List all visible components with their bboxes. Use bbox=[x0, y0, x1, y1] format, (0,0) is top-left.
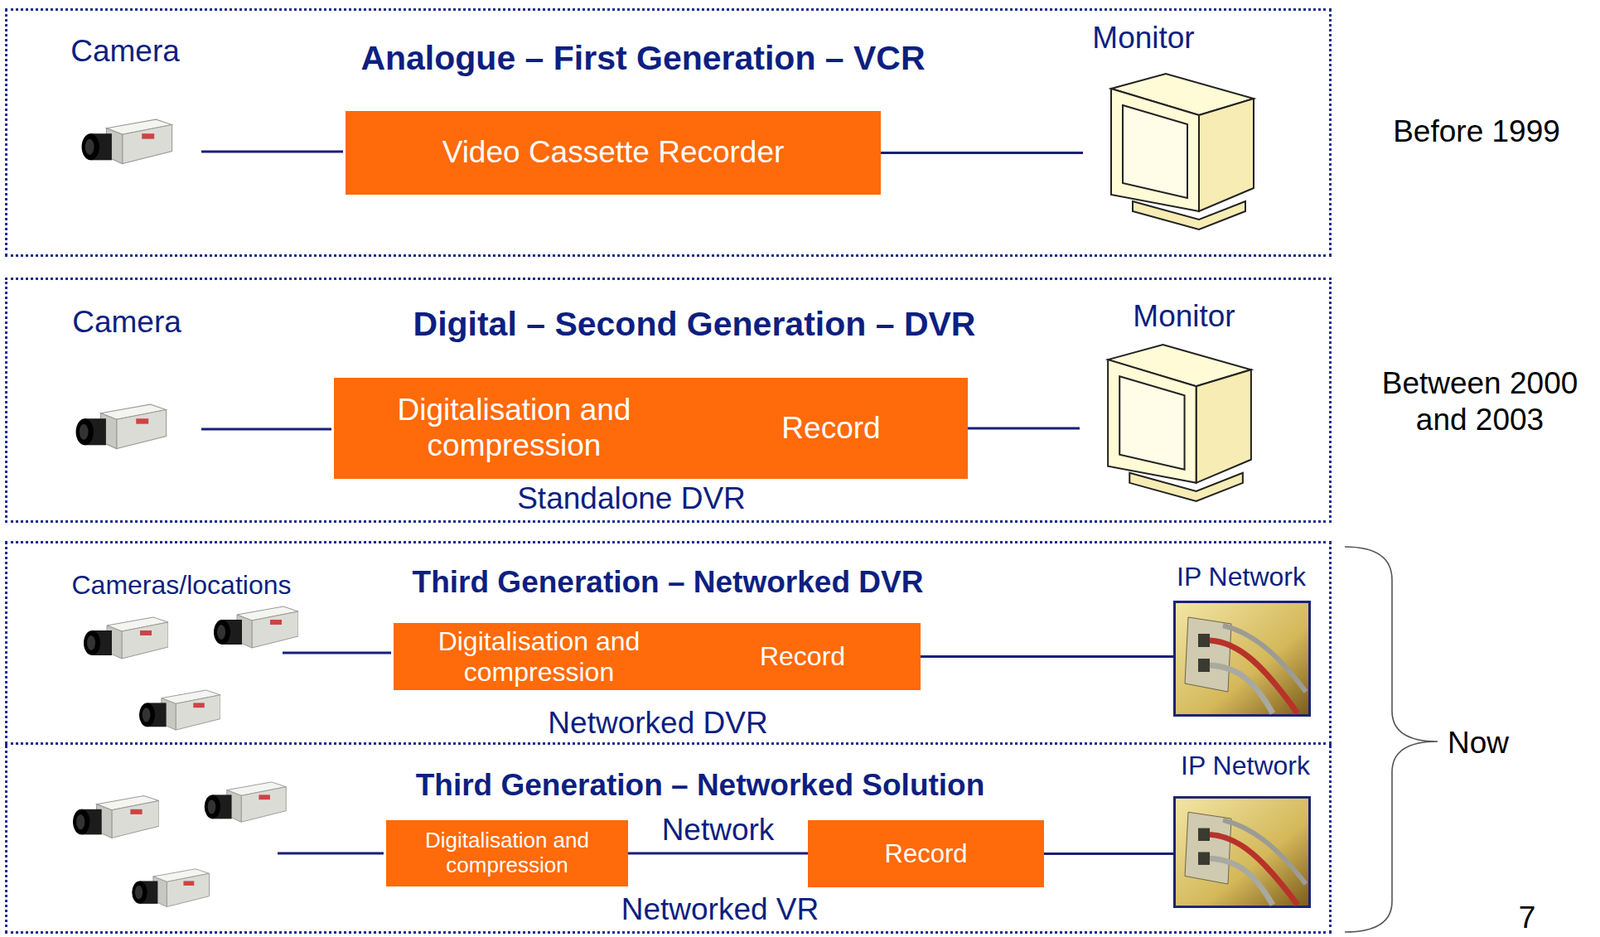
device-heading: IP Network bbox=[1180, 749, 1310, 782]
ip-network-photo-drawing bbox=[1173, 796, 1311, 909]
connector-line bbox=[880, 151, 1083, 155]
camera-wire bbox=[277, 852, 384, 856]
device-heading: IP Network bbox=[1176, 560, 1306, 593]
camera-icon bbox=[82, 119, 173, 164]
camera-icon bbox=[204, 782, 286, 822]
ip-network-photo-image bbox=[1174, 797, 1310, 907]
panel-title: Third Generation – Networked Solution bbox=[415, 767, 986, 804]
box-label: Video Cassette Recorder bbox=[442, 135, 785, 171]
curly-bracket bbox=[1344, 546, 1438, 933]
camera-icon bbox=[139, 690, 221, 730]
period-label: Between 2000 and 2003 bbox=[1363, 365, 1596, 440]
monitor-drawing bbox=[1082, 63, 1272, 237]
camera-icon bbox=[213, 606, 299, 648]
process-box: Digitalisation and compression bbox=[386, 820, 629, 887]
box-label: Digitalisation and compression bbox=[427, 626, 652, 688]
device-heading: Monitor bbox=[1132, 298, 1235, 335]
ip-network-photo: IP Network bbox=[1173, 796, 1311, 909]
connector-line bbox=[1044, 852, 1174, 856]
process-box: Record bbox=[694, 377, 968, 479]
camera-icon bbox=[83, 617, 169, 659]
ip-network-photo: IP Network bbox=[1173, 600, 1311, 717]
process-box: Digitalisation and compression bbox=[333, 377, 695, 479]
device-heading: Monitor bbox=[1092, 19, 1194, 57]
box-label: Record bbox=[781, 410, 880, 447]
box-label: Record bbox=[759, 641, 846, 672]
system-label: Standalone DVR bbox=[517, 480, 746, 518]
period-label: Before 1999 bbox=[1392, 113, 1561, 150]
box-label: Record bbox=[884, 839, 968, 870]
box-label: Digitalisation and compression bbox=[386, 392, 643, 464]
page-number: 7 bbox=[1518, 899, 1537, 937]
camera-label: Camera bbox=[72, 304, 182, 341]
camera-wire bbox=[201, 428, 332, 431]
process-box: Record bbox=[684, 623, 921, 691]
monitor-drawing bbox=[1079, 334, 1269, 509]
camera-icon bbox=[72, 795, 160, 838]
period-label: Now bbox=[1447, 725, 1509, 762]
connector-label: Network bbox=[658, 812, 779, 849]
monitor: Monitor bbox=[1079, 334, 1269, 509]
camera-label: Cameras/locations bbox=[72, 569, 292, 601]
camera-icon bbox=[76, 404, 167, 449]
ip-network-photo-drawing bbox=[1173, 600, 1311, 717]
connector-line bbox=[967, 427, 1080, 431]
panel-title: Digital – Second Generation – DVR bbox=[413, 304, 977, 345]
box-label: Digitalisation and compression bbox=[415, 828, 599, 879]
process-box: Video Cassette Recorder bbox=[345, 111, 881, 195]
system-label: Networked VR bbox=[621, 891, 820, 929]
panel-title: Analogue – First Generation – VCR bbox=[360, 38, 925, 79]
monitor-image bbox=[1107, 344, 1252, 502]
monitor-image bbox=[1111, 73, 1254, 230]
camera-wire bbox=[282, 652, 392, 655]
process-box: Record bbox=[807, 820, 1045, 888]
camera-icon bbox=[131, 869, 209, 908]
generation-panel: Analogue – First Generation – VCR Video C… bbox=[4, 8, 1332, 257]
panel-title: Third Generation – Networked DVR bbox=[412, 564, 924, 601]
camera-wire bbox=[201, 150, 344, 154]
ip-network-photo-image bbox=[1174, 602, 1310, 716]
connector-line bbox=[920, 655, 1174, 658]
monitor: Monitor bbox=[1082, 63, 1272, 237]
camera-label: Camera bbox=[70, 33, 180, 70]
connector-line bbox=[628, 852, 808, 856]
system-label: Networked DVR bbox=[547, 705, 768, 742]
process-box: Digitalisation and compression bbox=[393, 623, 685, 691]
